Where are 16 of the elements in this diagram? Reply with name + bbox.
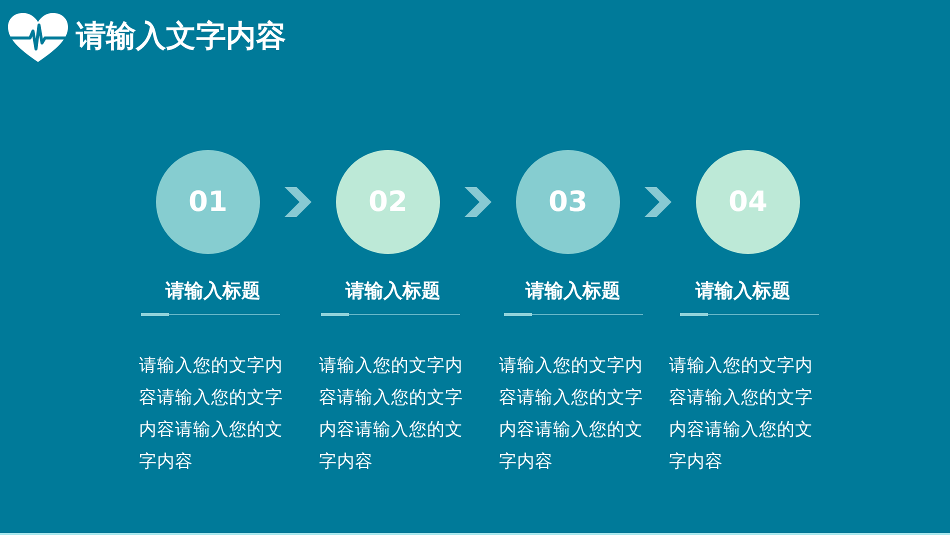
step-number: 03 — [548, 185, 588, 219]
step-heading: 请输入标题 — [694, 280, 792, 304]
step-heading: 请输入标题 — [524, 280, 622, 304]
step-description: 请输入您的文字内容请输入您的文字内容请输入您的文字内容 — [669, 354, 814, 473]
step-heading: 请输入标题 — [164, 280, 262, 304]
page-title: 请输入文字内容 — [76, 18, 286, 55]
chevron-arrow — [284, 187, 312, 217]
step-description: 请输入您的文字内容请输入您的文字内容请输入您的文字内容 — [139, 354, 284, 473]
step-description: 请输入您的文字内容请输入您的文字内容请输入您的文字内容 — [499, 354, 644, 473]
step-number: 04 — [728, 185, 768, 219]
step-number: 02 — [368, 185, 408, 219]
chevron-arrow — [644, 187, 672, 217]
step-heading: 请输入标题 — [344, 280, 442, 304]
step-description: 请输入您的文字内容请输入您的文字内容请输入您的文字内容 — [319, 354, 464, 473]
step-number: 01 — [188, 185, 228, 219]
chevron-arrow — [464, 187, 492, 217]
